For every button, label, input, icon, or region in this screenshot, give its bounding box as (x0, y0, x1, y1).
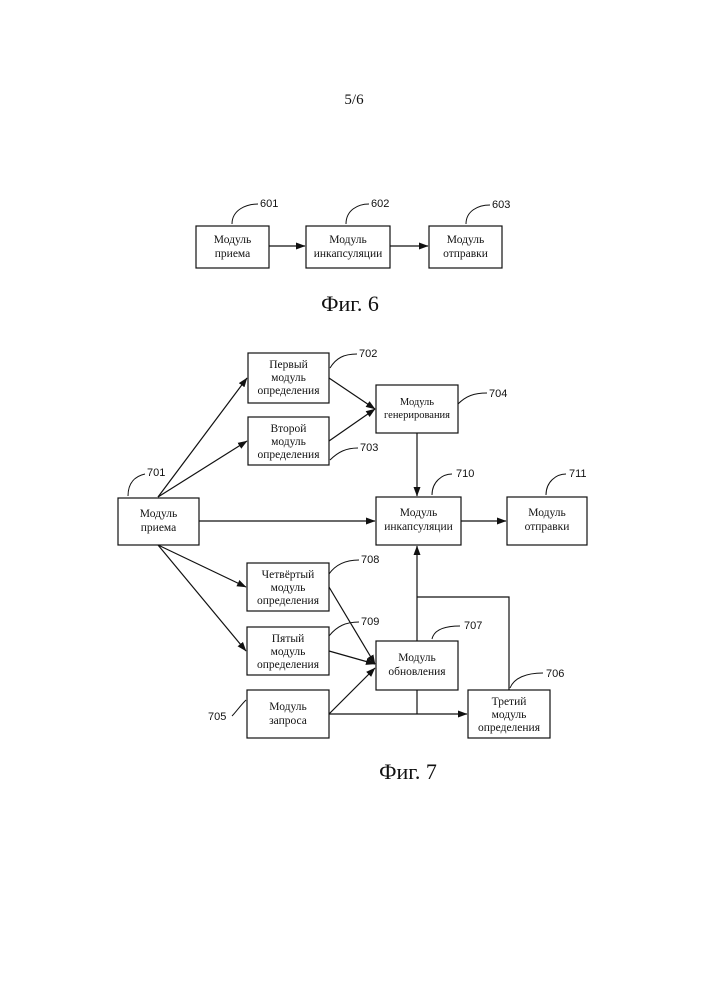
fig7-709-line3: определения (257, 659, 320, 671)
fig7-703-line1: Второй (271, 423, 307, 435)
fig6-601-line2: приема (215, 248, 250, 260)
fig7-711-line1: Модуль (528, 507, 565, 519)
fig7-711-ref: 711 (569, 468, 587, 480)
fig7-706-line1: Третий (492, 696, 527, 708)
fig6-603-leader (466, 205, 490, 224)
fig7-arrow-705-707 (329, 668, 375, 714)
fig7-702-line3: определения (257, 385, 320, 397)
fig7-module-709: Пятый модуль определения 709 (247, 616, 379, 675)
fig7-710-leader (432, 474, 452, 495)
fig7-706-line2: модуль (492, 709, 527, 721)
fig6-module-602: Модуль инкапсуляции 602 (306, 198, 390, 268)
fig7-704-leader (458, 393, 487, 404)
fig7-702-line2: модуль (271, 372, 306, 384)
fig7-701-line2: приема (141, 522, 176, 534)
fig7-707-line1: Модуль (398, 652, 435, 664)
fig6-603-line1: Модуль (447, 234, 484, 246)
fig7-708-ref: 708 (361, 554, 379, 566)
fig7-module-710: Модуль инкапсуляции 710 (376, 468, 474, 545)
fig7-707-line2: обновления (388, 666, 446, 678)
fig6-602-ref: 602 (371, 198, 389, 210)
fig6-601-line1: Модуль (214, 234, 251, 246)
fig7-711-leader (546, 474, 566, 495)
fig6-module-603: Модуль отправки 603 (429, 199, 510, 268)
fig7-707-leader (432, 626, 460, 639)
page-number: 5/6 (344, 92, 364, 108)
fig7-706-ref: 706 (546, 668, 564, 680)
fig7-702-ref: 702 (359, 348, 377, 360)
fig7-710-line1: Модуль (400, 507, 437, 519)
fig7-705-leader (232, 700, 246, 716)
fig7-710-ref: 710 (456, 468, 474, 480)
fig6-601-ref: 601 (260, 198, 278, 210)
fig7-module-706: Третий модуль определения 706 (468, 668, 564, 738)
fig7-arrow-701-703 (158, 441, 247, 497)
fig6-603-line2: отправки (443, 248, 488, 260)
fig7-module-702: Первый модуль определения 702 (248, 348, 377, 403)
fig7-709-ref: 709 (361, 616, 379, 628)
fig7-module-705: Модуль запроса 705 (208, 690, 329, 738)
fig6-602-line1: Модуль (329, 234, 366, 246)
fig7-705-ref: 705 (208, 711, 226, 723)
figure-6: Модуль приема 601 Модуль инкапсуляции 60… (196, 198, 510, 316)
fig7-arrow-701-702 (158, 378, 247, 497)
fig6-602-leader (346, 204, 369, 224)
fig7-711-line2: отправки (525, 521, 570, 533)
fig7-arrow-701-709 (158, 545, 246, 651)
fig7-710-line2: инкапсуляции (384, 521, 453, 533)
fig7-704-line1: Модуль (400, 397, 434, 408)
fig6-602-line2: инкапсуляции (314, 248, 383, 260)
fig7-705-line2: запроса (269, 715, 307, 727)
fig7-arrow-702-704 (329, 378, 375, 409)
fig7-706-line3: определения (478, 722, 541, 734)
fig7-703-line3: определения (257, 449, 320, 461)
fig7-704-ref: 704 (489, 388, 507, 400)
fig7-701-ref: 701 (147, 467, 165, 479)
fig7-arrow-703-704 (329, 409, 375, 441)
fig7-709-line2: модуль (271, 646, 306, 658)
fig7-701-leader (128, 474, 145, 496)
fig7-module-704: Модуль генерирования 704 (376, 385, 507, 433)
fig7-706-leader (510, 673, 543, 688)
fig6-601-leader (232, 204, 258, 224)
fig7-707-ref: 707 (464, 620, 482, 632)
fig7-703-ref: 703 (360, 442, 378, 454)
figure-7: Модуль приема 701 Первый модуль определе… (118, 348, 587, 784)
fig7-703-leader (330, 448, 358, 460)
fig7-709-line1: Пятый (272, 633, 305, 645)
fig7-arrow-701-708 (158, 545, 246, 587)
fig7-module-711: Модуль отправки 711 (507, 468, 587, 545)
fig6-module-601: Модуль приема 601 (196, 198, 278, 268)
fig7-708-line1: Четвёртый (262, 569, 315, 581)
fig7-caption: Фиг. 7 (379, 759, 437, 784)
fig7-702-line1: Первый (269, 359, 307, 371)
fig7-module-708: Четвёртый модуль определения 708 (247, 554, 379, 611)
fig7-701-line1: Модуль (140, 508, 177, 520)
fig7-708-line3: определения (257, 595, 320, 607)
fig7-702-leader (330, 354, 357, 368)
fig7-704-line2: генерирования (384, 410, 450, 421)
fig7-708-leader (329, 560, 359, 574)
fig7-703-line2: модуль (271, 436, 306, 448)
fig7-708-line2: модуль (271, 582, 306, 594)
fig6-603-ref: 603 (492, 199, 510, 211)
fig7-module-703: Второй модуль определения 703 (248, 417, 378, 465)
fig7-module-707: Модуль обновления 707 (376, 620, 482, 690)
fig6-caption: Фиг. 6 (321, 291, 379, 316)
fig7-705-line1: Модуль (269, 701, 306, 713)
